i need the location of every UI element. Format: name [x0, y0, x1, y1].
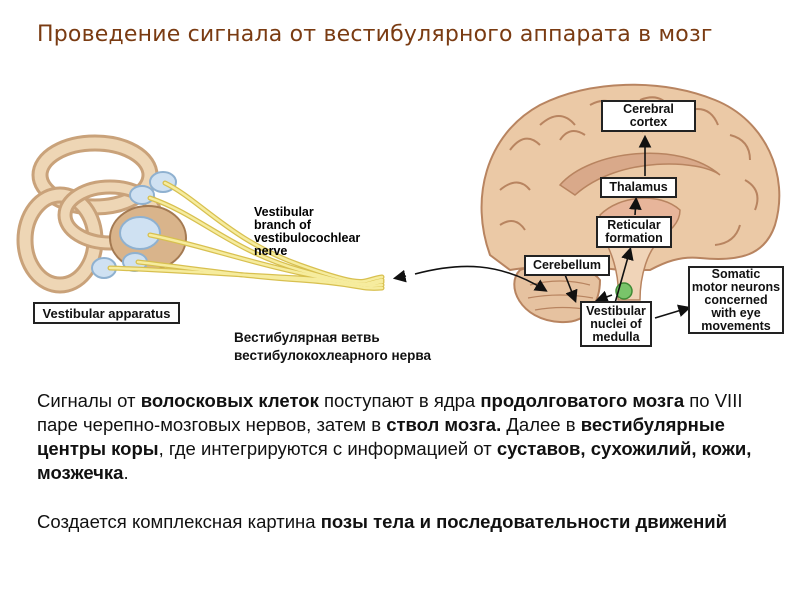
paragraph1-segment: продолговатого мозга	[480, 390, 685, 411]
paragraph1-segment: , где интегрируются с информацией от	[158, 438, 497, 459]
paragraph1-segment: волосковых клеток	[140, 390, 319, 411]
description-paragraph-1: Сигналы от волосковых клеток поступают в…	[37, 389, 767, 485]
paragraph1-segment: ствол мозга.	[386, 414, 502, 435]
paragraph1-segment: Далее в	[501, 414, 581, 435]
paragraph1-segment: поступают в ядра	[318, 390, 481, 411]
vestibular-branch-label: Vestibular branch of vestibulocochlear n…	[254, 205, 361, 258]
cerebellum-label: Cerebellum	[524, 255, 610, 276]
paragraph2-segment: позы тела и последовательности движений	[320, 511, 728, 532]
description-paragraph-2: Создается комплексная картина позы тела …	[37, 510, 767, 534]
page-title: Проведение сигнала от вестибулярного апп…	[37, 22, 713, 47]
thalamus-label: Thalamus	[600, 177, 677, 198]
vestibular-apparatus-label: Vestibular apparatus	[33, 302, 180, 324]
paragraph1-segment: вестибулярные центры коры	[37, 414, 725, 459]
paragraph1-segment: суставов, сухожилий, кожи, мозжечка	[37, 438, 752, 483]
somatic-motor-neurons-label: Somatic motor neurons concerned with eye…	[688, 266, 784, 334]
paragraph1-segment: Сигналы от	[37, 390, 141, 411]
paragraph2-segment: Создается комплексная картина	[37, 511, 321, 532]
paragraph1-segment: по VIII паре черепно-мозговых нервов, за…	[37, 390, 743, 435]
russian-nerve-caption: Вестибулярная ветвь вестибулокохлеарного…	[234, 330, 432, 363]
paragraph1-segment: .	[123, 462, 129, 483]
